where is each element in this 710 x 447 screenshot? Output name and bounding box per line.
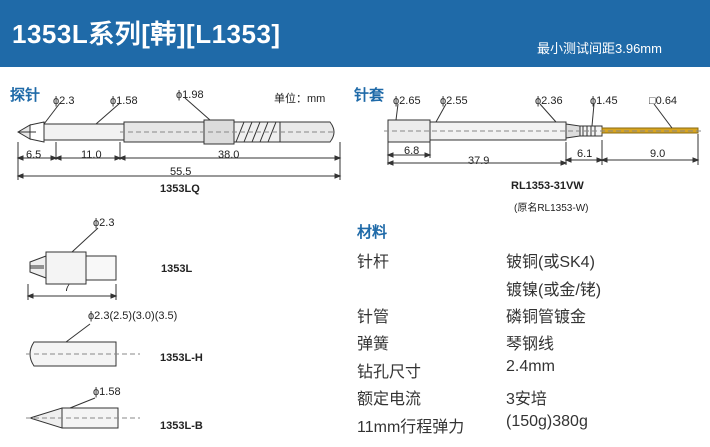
socket-drawing xyxy=(384,103,704,166)
probe-dia-2: ϕ1.58 xyxy=(110,95,138,107)
tip-1353l-b-drawing xyxy=(26,397,140,429)
material-label-force: 11mm行程弹力 xyxy=(357,419,465,436)
material-value-plating: 镀镍(或金/铑) xyxy=(506,282,602,299)
tip2-model: 1353L-H xyxy=(160,352,203,364)
tip2-diameter: ϕ2.3(2.5)(3.0)(3.5) xyxy=(88,310,178,322)
tip1-model: 1353L xyxy=(161,263,193,275)
socket-dim-4: 9.0 xyxy=(650,148,666,160)
socket-dim-3: 6.1 xyxy=(577,148,593,160)
page-title: 1353L系列[韩][L1353] xyxy=(12,19,281,49)
probe-dia-1: ϕ2.3 xyxy=(53,95,75,107)
socket-old-model: (原名RL1353-W) xyxy=(514,203,589,214)
material-value-force: (150g)380g xyxy=(506,413,588,430)
material-label-current: 额定电流 xyxy=(357,391,422,408)
header-bar: 1353L系列[韩][L1353] 最小测试间距3.96mm xyxy=(0,0,710,67)
socket-dia-5: □0.64 xyxy=(649,95,678,107)
materials-title: 材料 xyxy=(357,224,388,241)
probe-dia-3: ϕ1.98 xyxy=(176,89,204,101)
material-label-tube: 针管 xyxy=(357,309,390,326)
material-label-spring: 弹簧 xyxy=(357,336,390,353)
socket-dia-1: ϕ2.65 xyxy=(393,95,421,107)
tip-1353l-h-drawing xyxy=(26,323,140,367)
socket-model: RL1353-31VW xyxy=(511,180,584,192)
tip-1353l-drawing xyxy=(26,227,118,300)
socket-dia-2: ϕ2.55 xyxy=(440,95,468,107)
material-value-rod: 铍铜(或SK4) xyxy=(506,254,595,271)
socket-dia-4: ϕ1.45 xyxy=(590,95,618,107)
min-pitch-note: 最小测试间距3.96mm xyxy=(537,41,662,56)
probe-section-title: 探针 xyxy=(10,87,41,104)
probe-model: 1353LQ xyxy=(160,183,200,195)
tip3-diameter: ϕ1.58 xyxy=(93,386,121,398)
material-value-drill: 2.4mm xyxy=(506,358,555,375)
socket-section-title: 针套 xyxy=(354,87,385,104)
probe-drawing xyxy=(16,97,342,180)
socket-dia-3: ϕ2.36 xyxy=(535,95,563,107)
material-label-rod: 针杆 xyxy=(357,254,390,271)
tip1-diameter: ϕ2.3 xyxy=(93,217,115,229)
tip1-length: 7 xyxy=(64,282,71,294)
tip3-model: 1353L-B xyxy=(160,420,203,432)
material-value-tube: 磷铜管镀金 xyxy=(506,309,587,326)
material-value-current: 3安培 xyxy=(506,391,547,408)
probe-dim-4: 55.5 xyxy=(170,166,192,178)
socket-dim-1: 6.8 xyxy=(404,145,420,157)
socket-dim-2: 37.9 xyxy=(468,155,490,167)
unit-label: 单位：mm xyxy=(274,93,326,105)
material-value-spring: 琴钢线 xyxy=(506,336,555,353)
material-label-drill: 钻孔尺寸 xyxy=(357,364,422,381)
